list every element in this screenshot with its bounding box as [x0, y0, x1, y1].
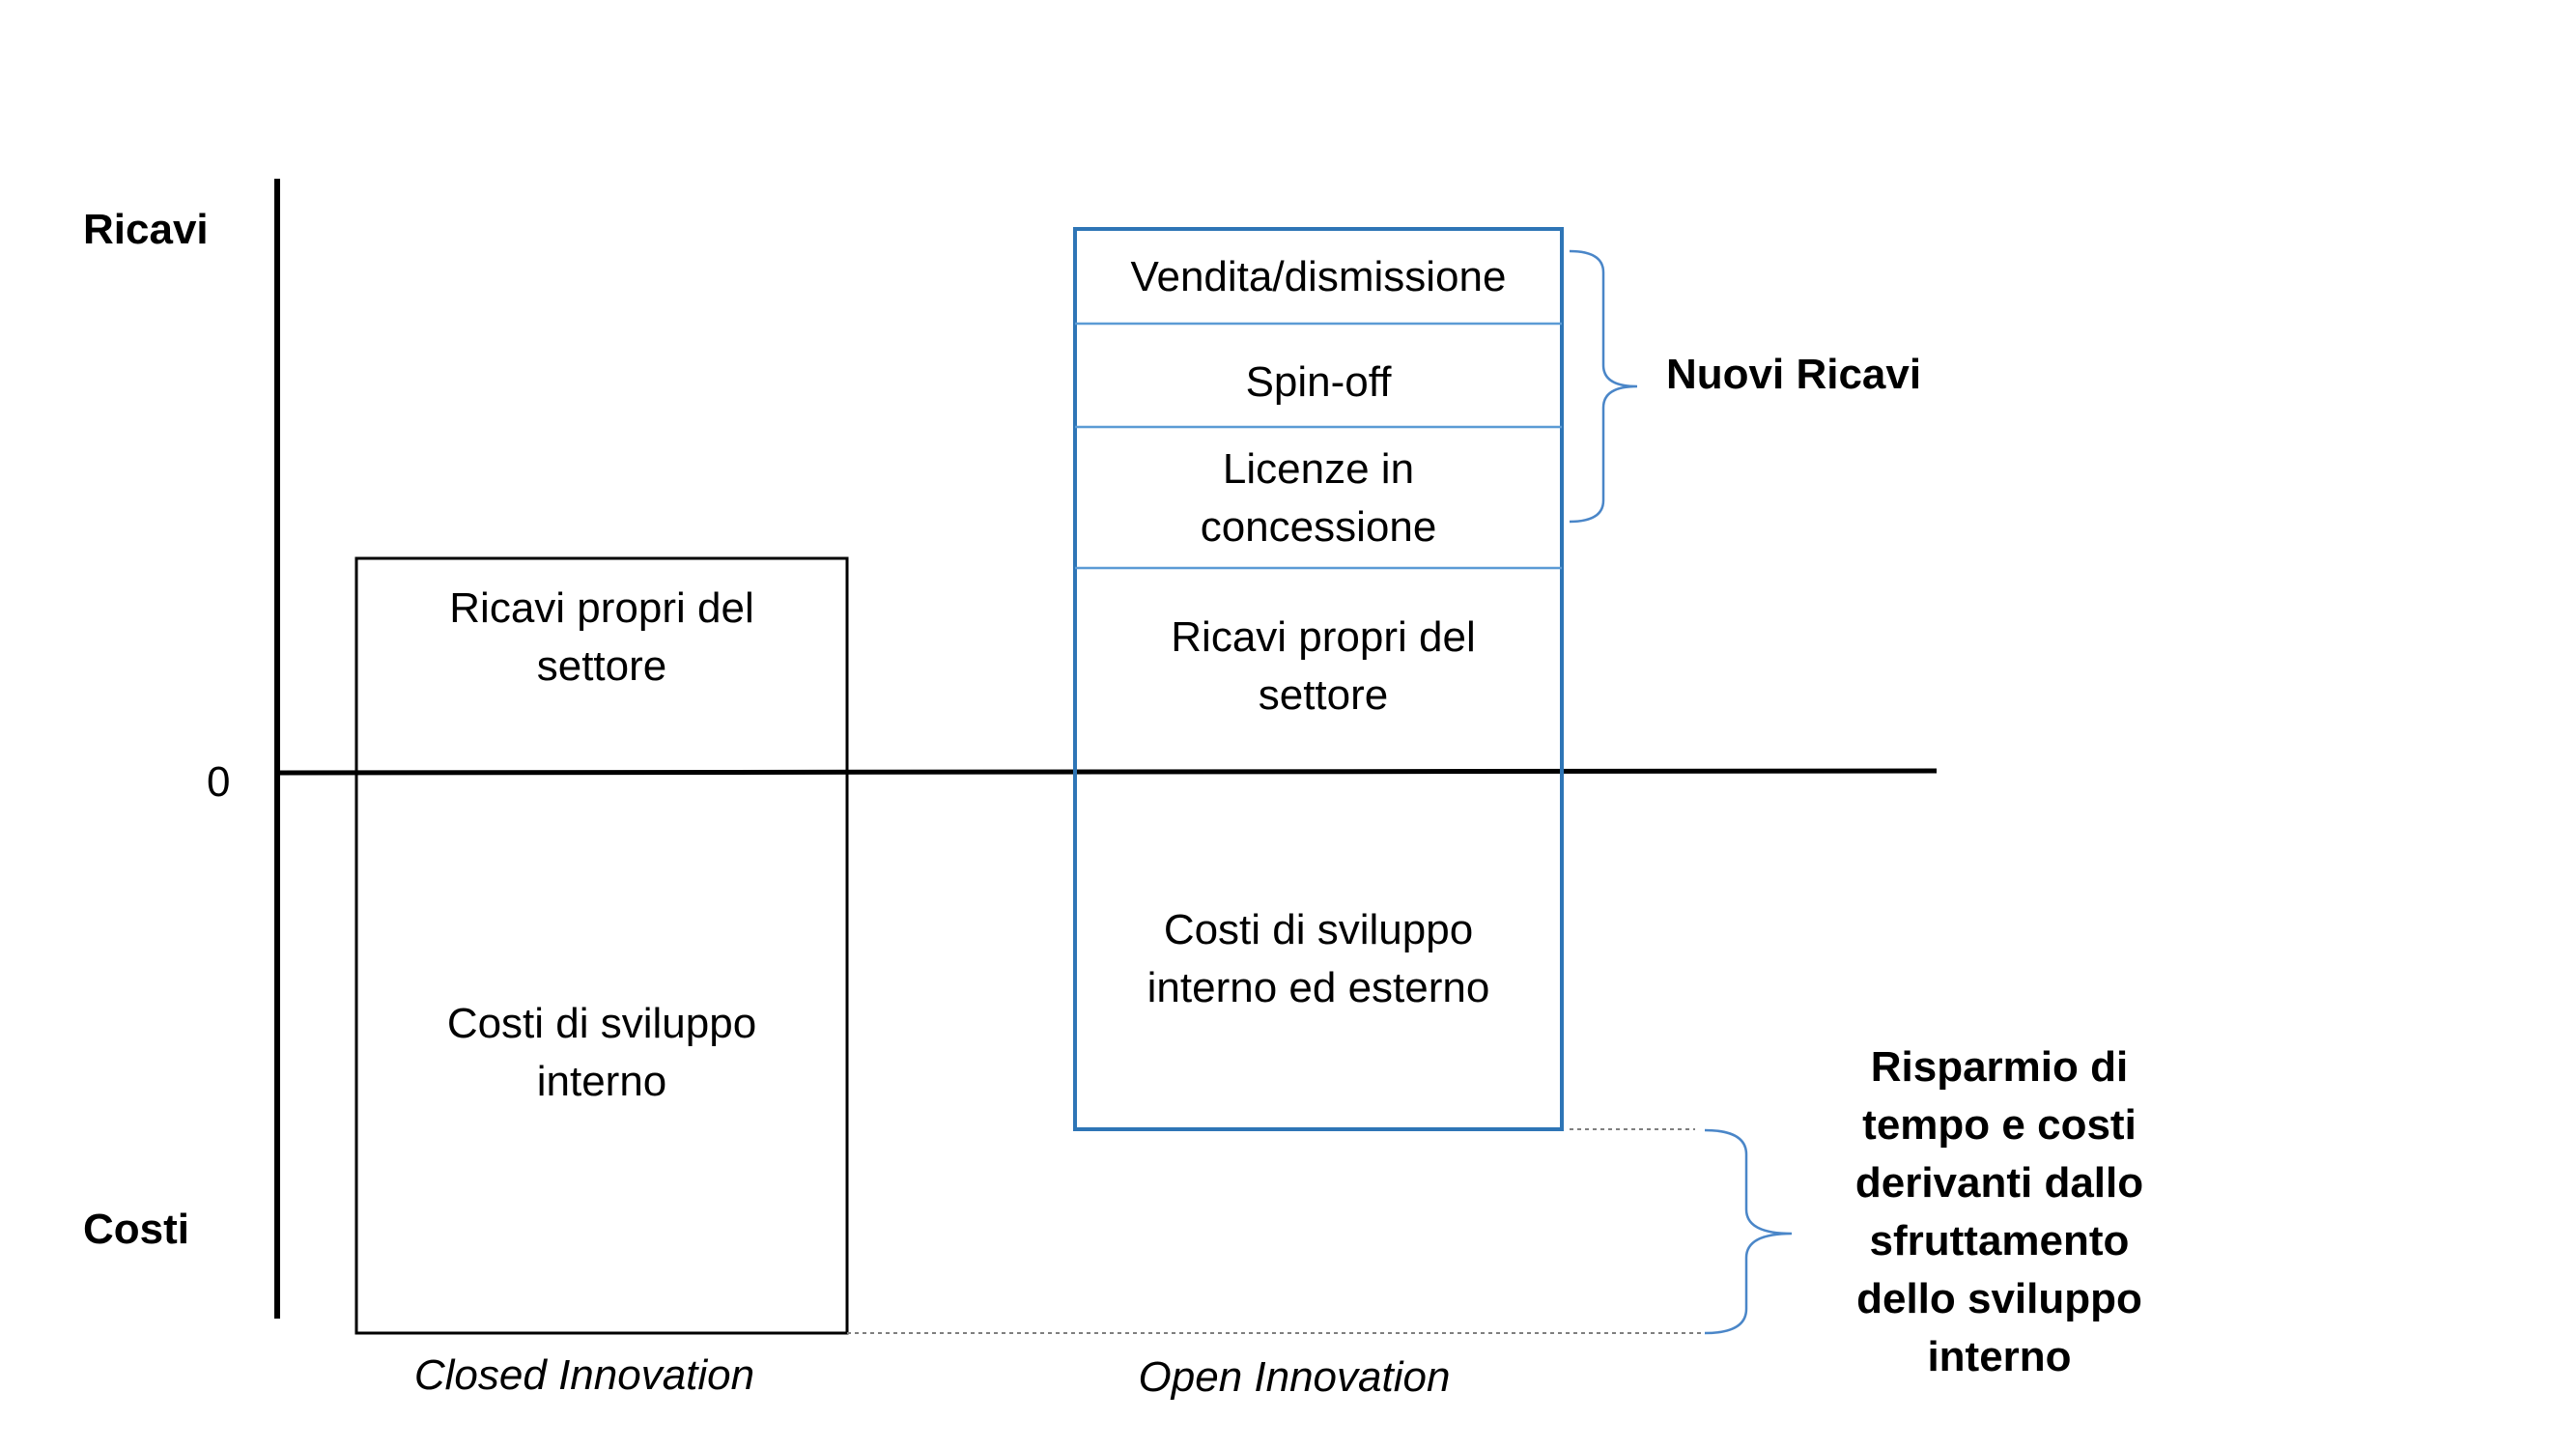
- open-segment-licenze: Licenze in concessione: [1200, 445, 1437, 551]
- axis-label-ricavi: Ricavi: [83, 206, 209, 253]
- open-innovation-box: [1073, 227, 1564, 1131]
- open-segment-spinoff: Spin-off: [1245, 358, 1392, 406]
- open-segment-ricavi-propri: Ricavi propri del settore: [1171, 613, 1476, 719]
- closed-innovation-caption: Closed Innovation: [413, 1351, 755, 1399]
- savings-label: Risparmio di tempo e costi derivanti dal…: [1854, 1043, 2144, 1380]
- closed-cost-label: Costi di sviluppo interno: [446, 1000, 757, 1105]
- axis-label-zero: 0: [207, 758, 231, 806]
- axis-label-costi: Costi: [83, 1206, 189, 1253]
- open-cost-label: Costi di sviluppo interno ed esterno: [1146, 906, 1490, 1011]
- zero-axis: [276, 768, 1938, 776]
- open-innovation-caption: Open Innovation: [1138, 1353, 1451, 1401]
- new-revenue-label: Nuovi Ricavi: [1666, 351, 1922, 398]
- closed-revenue-label: Ricavi propri del settore: [449, 584, 754, 690]
- closed-innovation-box: [354, 556, 849, 1335]
- new-revenue-brace: [1569, 249, 1638, 524]
- open-segment-vendita: Vendita/dismissione: [1130, 253, 1507, 300]
- savings-brace: [1704, 1128, 1793, 1335]
